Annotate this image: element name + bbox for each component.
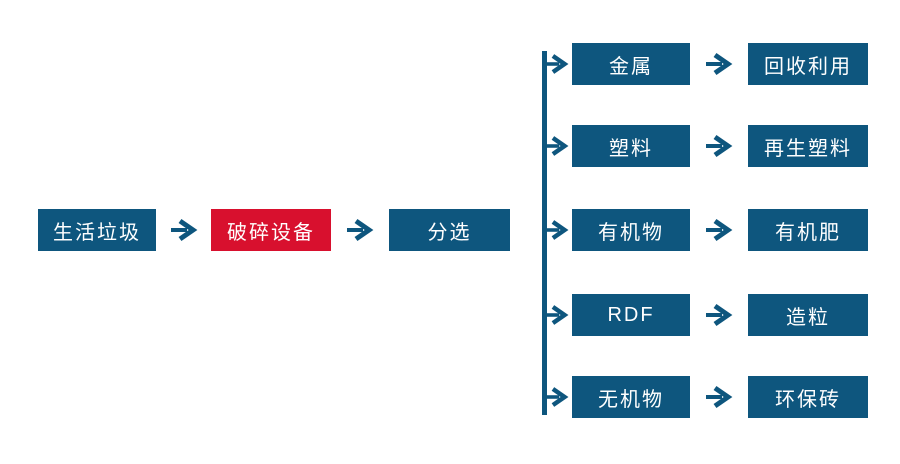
connector-trunk-to-organic: [544, 218, 569, 242]
node-metal: 金属: [572, 43, 690, 85]
arrow-right-icon: [544, 305, 569, 325]
branch-trunk-line: [542, 51, 547, 415]
arrow-right-icon: [544, 54, 569, 74]
connector-household-to-shredder: [170, 218, 198, 242]
node-rdf: RDF: [572, 294, 690, 336]
connector-trunk-to-rdf: [544, 303, 569, 327]
node-sorting: 分选: [389, 209, 510, 251]
node-household-waste: 生活垃圾: [38, 209, 156, 251]
arrow-right-icon: [347, 218, 374, 242]
arrow-right-icon: [171, 218, 198, 242]
node-recycled-plastic: 再生塑料: [748, 125, 868, 167]
connector-shredder-to-sorting: [346, 218, 374, 242]
connector-trunk-to-inorganic: [544, 385, 569, 409]
arrow-right-icon: [706, 385, 733, 409]
connector-inorganic-to-eco-brick: [705, 385, 733, 409]
arrow-right-icon: [706, 134, 733, 158]
connector-rdf-to-granulation: [705, 303, 733, 327]
arrow-right-icon: [544, 387, 569, 407]
node-inorganic-matter: 无机物: [572, 376, 690, 418]
connector-organic-to-fertilizer: [705, 218, 733, 242]
node-plastic: 塑料: [572, 125, 690, 167]
connector-trunk-to-metal: [544, 52, 569, 76]
node-crushing-equipment: 破碎设备: [211, 209, 331, 251]
node-granulation: 造粒: [748, 294, 868, 336]
node-eco-brick: 环保砖: [748, 376, 868, 418]
arrow-right-icon: [706, 303, 733, 327]
arrow-right-icon: [706, 52, 733, 76]
connector-trunk-to-plastic: [544, 134, 569, 158]
connector-plastic-to-recycled-plastic: [705, 134, 733, 158]
arrow-right-icon: [544, 220, 569, 240]
connector-metal-to-recycling: [705, 52, 733, 76]
node-recycling-reuse: 回收利用: [748, 43, 868, 85]
arrow-right-icon: [706, 218, 733, 242]
node-organic-matter: 有机物: [572, 209, 690, 251]
node-organic-fertilizer: 有机肥: [748, 209, 868, 251]
arrow-right-icon: [544, 136, 569, 156]
